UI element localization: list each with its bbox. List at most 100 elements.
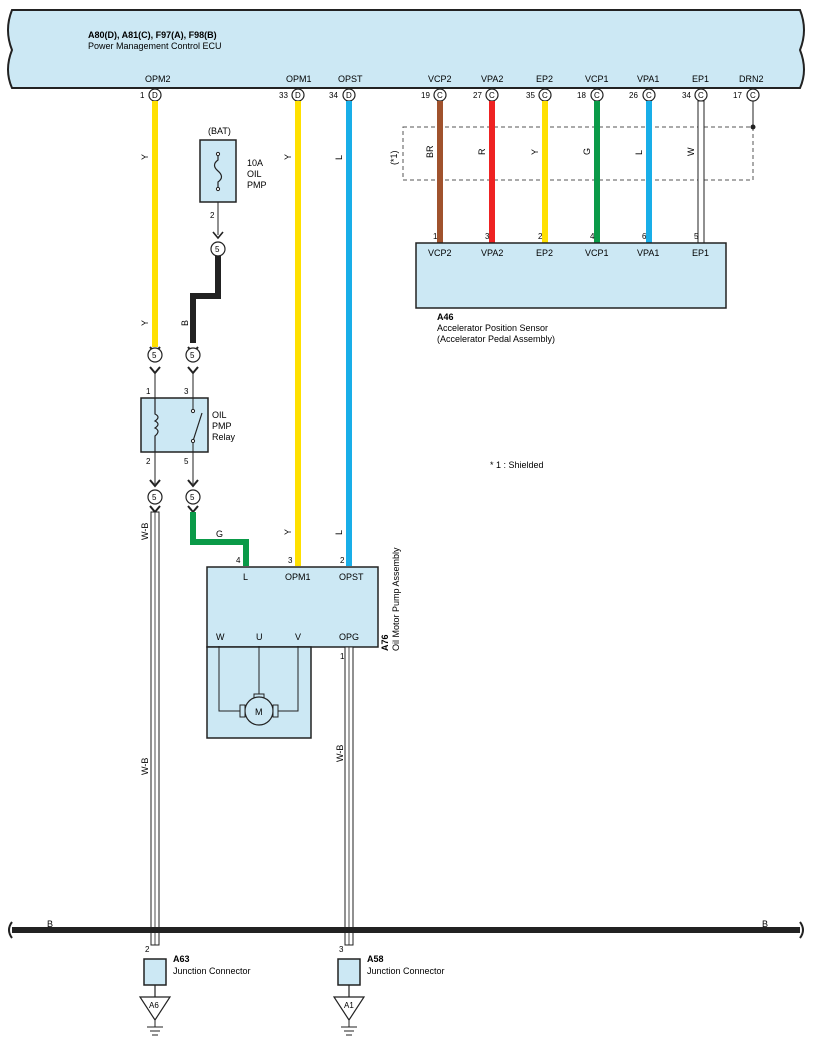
sensor-term-ep1: EP1: [692, 248, 709, 258]
shield-label: (*1): [389, 150, 399, 165]
wc-vcp2: BR: [425, 145, 435, 158]
pin-vpa2: 27: [473, 91, 482, 100]
ground-icon-a1: [332, 996, 366, 1022]
ground-icon-a6: [138, 996, 172, 1022]
ecu-name: Power Management Control ECU: [88, 41, 222, 51]
wc-opm1-lower: Y: [283, 529, 293, 535]
connector-a58: [337, 958, 361, 986]
shield-note: * 1 : Shielded: [490, 460, 544, 470]
ecu-term-ep1: EP1: [692, 74, 709, 84]
sensor-name: Accelerator Position Sensor: [437, 323, 548, 333]
wc-opst: L: [334, 155, 344, 160]
wc-relay-out: W-B: [140, 523, 150, 540]
pin-vpa1: 26: [629, 91, 638, 100]
ecu-term-drn2: DRN2: [739, 74, 764, 84]
wc-ep1: W: [686, 147, 696, 156]
junction-relay-in-2: 5: [190, 351, 195, 360]
ecu-term-vpa1: VPA1: [637, 74, 659, 84]
pump-term-l: L: [243, 572, 248, 582]
conn-vcp2: C: [437, 91, 443, 100]
pump-term-w: W: [216, 632, 225, 642]
connector-a63: [143, 958, 167, 986]
wc-opm2: Y: [140, 154, 150, 160]
wire-opm2: [152, 101, 158, 347]
conn-vcp1: C: [594, 91, 600, 100]
conn-opst: D: [346, 91, 352, 100]
pin-ep1: 34: [682, 91, 691, 100]
shield-box: [402, 126, 754, 181]
wc-opm2-lower: Y: [140, 320, 150, 326]
pin-opst: 34: [329, 91, 338, 100]
sensor-pin-vpa1: 6: [642, 232, 647, 241]
ecu-term-vpa2: VPA2: [481, 74, 503, 84]
pin-opm1: 33: [279, 91, 288, 100]
wire-bat: [190, 256, 221, 343]
pump-pin-opm1: 3: [288, 556, 293, 565]
conn-a58-code: A58: [367, 954, 384, 964]
pump-term-opg: OPG: [339, 632, 359, 642]
relay-line2: PMP: [212, 421, 232, 431]
pump-box: [206, 566, 379, 648]
wire-ep1: [697, 100, 705, 244]
relay-coil-icon: [153, 398, 159, 452]
wire-ep2: [542, 101, 548, 243]
wire-vcp1: [594, 101, 600, 243]
ecu-term-opm2: OPM2: [145, 74, 171, 84]
wc-ep2: Y: [530, 149, 540, 155]
relay-switch-icon: [192, 412, 203, 442]
conn-ep2: C: [542, 91, 548, 100]
sensor-pin-vcp1: 4: [590, 232, 595, 241]
pin-ep2: 35: [526, 91, 535, 100]
relay-pin5: 5: [184, 457, 189, 466]
pump-code: A76: [380, 634, 390, 651]
wire-vcp2: [437, 101, 443, 243]
fuse-name1: OIL: [247, 169, 262, 179]
motor-label: M: [255, 707, 263, 717]
ecu-term-vcp1: VCP1: [585, 74, 609, 84]
sensor-pin-vpa2: 3: [485, 232, 490, 241]
conn-drn2: C: [750, 91, 756, 100]
conn-vpa1: C: [646, 91, 652, 100]
conn-vpa2: C: [489, 91, 495, 100]
conn-opm2: D: [152, 91, 158, 100]
wire-pump-l: [190, 512, 249, 566]
pump-name: Oil Motor Pump Assembly: [391, 547, 401, 651]
conn-a58-pin: 3: [339, 945, 344, 954]
wc-pump-l: G: [216, 529, 223, 539]
conn-a63-name: Junction Connector: [173, 966, 251, 976]
ecu-box: [7, 9, 805, 89]
sensor-term-vpa2: VPA2: [481, 248, 503, 258]
ecu-term-opst: OPST: [338, 74, 363, 84]
sensor-term-vcp1: VCP1: [585, 248, 609, 258]
junction-top: 5: [215, 245, 220, 254]
relay-box: [140, 397, 209, 453]
relay-pin1: 1: [146, 387, 151, 396]
wire-vpa1: [646, 101, 652, 243]
ecu-term-ep2: EP2: [536, 74, 553, 84]
wire-opst: [346, 101, 352, 566]
pump-term-u: U: [256, 632, 263, 642]
wc-vcp1: G: [582, 148, 592, 155]
wc-bat: B: [180, 320, 190, 326]
fuse-pin: 2: [210, 211, 215, 220]
ground-a6: A6: [149, 1001, 159, 1010]
ecu-term-vcp2: VCP2: [428, 74, 452, 84]
wc-opm1: Y: [283, 154, 293, 160]
pump-term-opm1: OPM1: [285, 572, 311, 582]
bus-label-right: B: [762, 919, 768, 929]
fuse-name2: PMP: [247, 180, 267, 190]
fuse-icon: [213, 152, 223, 190]
sensor-term-vpa1: VPA1: [637, 248, 659, 258]
pin-vcp1: 18: [577, 91, 586, 100]
wire-opm1: [295, 101, 301, 566]
conn-a63-code: A63: [173, 954, 190, 964]
pump-term-opst: OPST: [339, 572, 364, 582]
fuse-source: (BAT): [208, 126, 231, 136]
wire-vpa2: [489, 101, 495, 243]
conn-ep1: C: [698, 91, 704, 100]
wc-vpa2: R: [477, 148, 487, 155]
sensor-sub: (Accelerator Pedal Assembly): [437, 334, 555, 344]
sensor-pin-ep1: 5: [694, 232, 699, 241]
pump-pin-opst: 2: [340, 556, 345, 565]
